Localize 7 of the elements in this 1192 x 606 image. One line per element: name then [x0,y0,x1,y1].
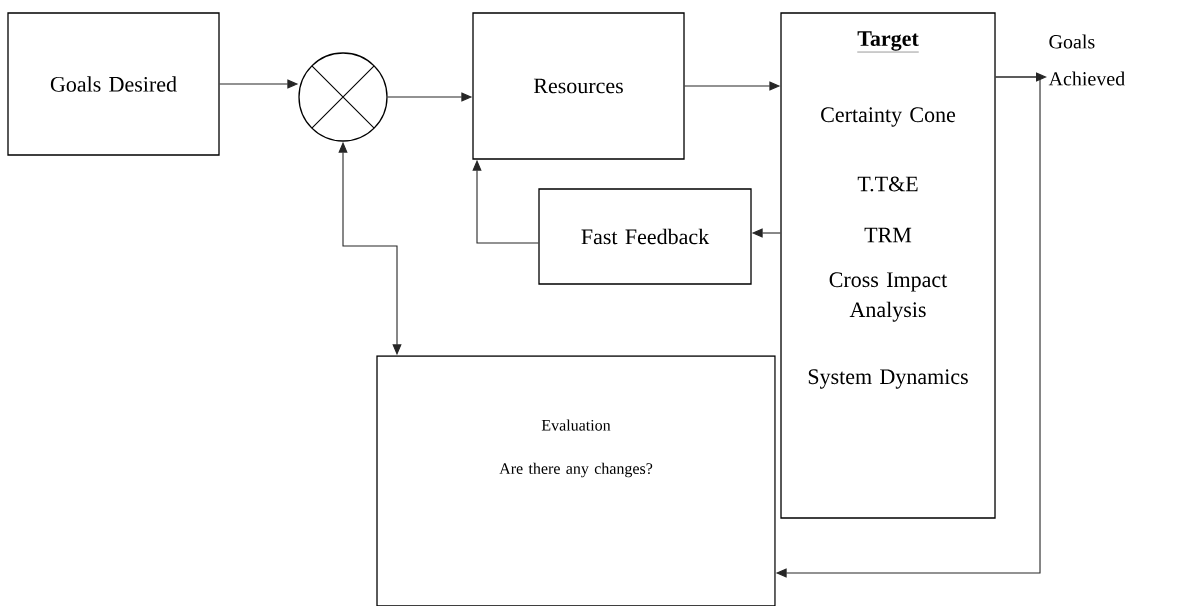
text-box: Evaluation Are there any changes? [376,355,776,606]
process-box: Goals Desired [7,12,220,156]
list-box: Target Certainty Cone T.T&E TRM Cross Impact Analysis System Dynamics [780,12,996,519]
process-box: Fast Feedback [538,188,752,285]
summing-junction [298,52,388,142]
output-label: Goals Achieved [1048,34,1125,86]
process-box: Resources [472,12,685,160]
